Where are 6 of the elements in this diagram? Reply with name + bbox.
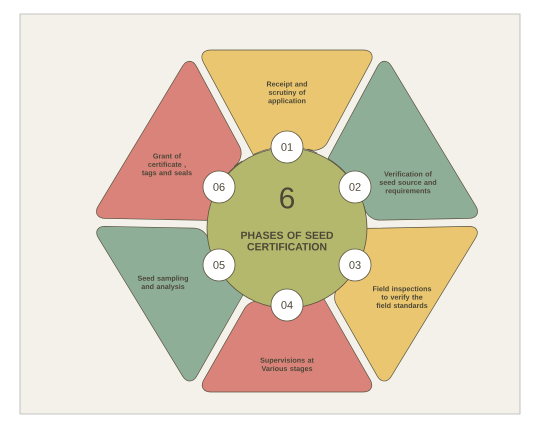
- number-badge: 03: [338, 248, 372, 282]
- number-badge: 06: [202, 170, 236, 204]
- number-badge: 05: [202, 248, 236, 282]
- number-badge: 04: [270, 288, 304, 322]
- number-badge: 01: [270, 130, 304, 164]
- number-badge: 02: [338, 170, 372, 204]
